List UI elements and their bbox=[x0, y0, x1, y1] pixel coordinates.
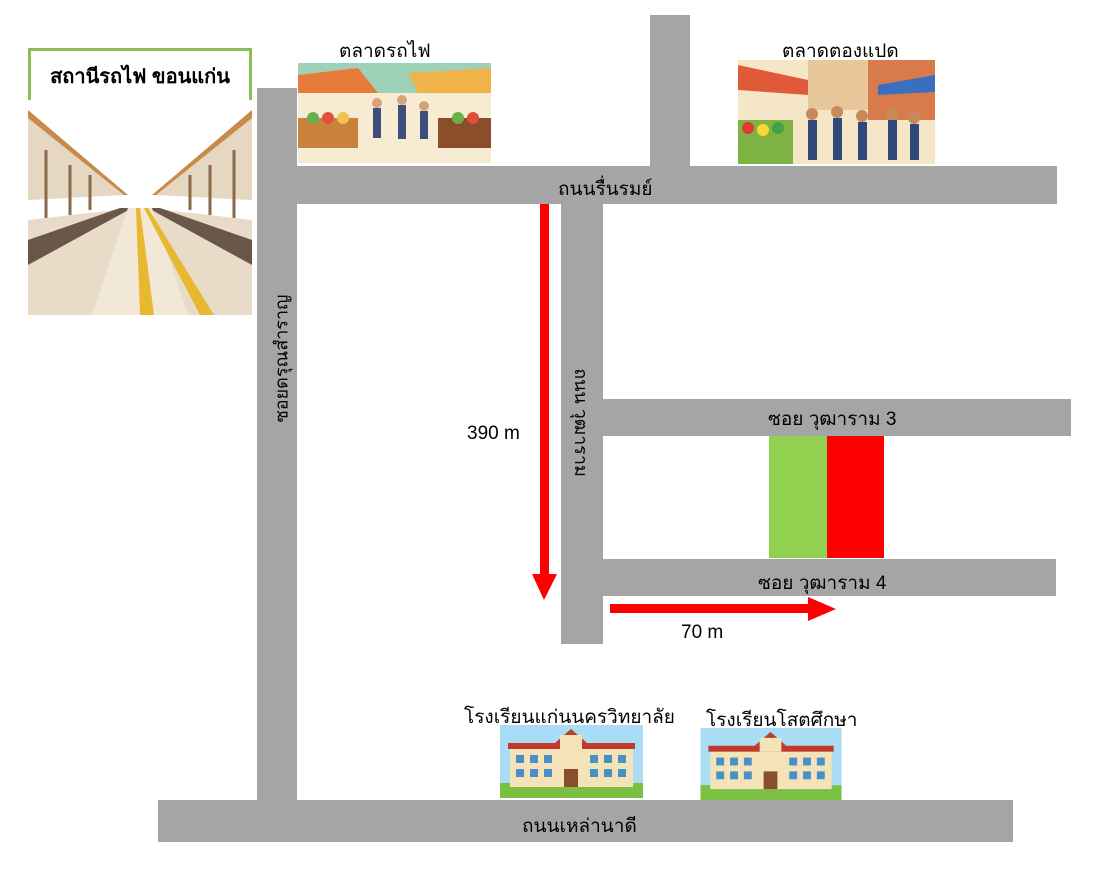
road-label-rinrom: ถนนรื่นรมย์ bbox=[558, 179, 653, 200]
road-north-stub bbox=[650, 15, 690, 180]
station-image bbox=[28, 100, 252, 315]
right-arrow-icon bbox=[610, 597, 836, 621]
distance-horizontal: 70 m bbox=[681, 622, 724, 643]
train-market-image bbox=[298, 63, 491, 163]
tongpaed-market-image bbox=[738, 60, 935, 164]
train-market-label: ตลาดรถไฟ bbox=[339, 41, 431, 62]
plot-red bbox=[827, 436, 884, 558]
distance-vertical: 390 m bbox=[467, 423, 520, 444]
school-building-icon bbox=[500, 725, 643, 798]
railway-platform-icon bbox=[28, 100, 252, 315]
road-soi-4 bbox=[600, 559, 1056, 596]
tongpaed-market-label: ตลาดตองแปด bbox=[782, 41, 899, 62]
road-soi-darun bbox=[257, 88, 297, 806]
station-title: สถานีรถไฟ ขอนแก่น bbox=[28, 48, 252, 100]
plot-green bbox=[769, 436, 827, 558]
school-building-icon bbox=[700, 728, 842, 800]
school-1-label: โรงเรียนแก่นนครวิทยาลัย bbox=[464, 707, 675, 728]
market-stalls-icon bbox=[298, 63, 491, 163]
down-arrow-icon bbox=[532, 204, 557, 600]
road-soi-3 bbox=[600, 399, 1071, 436]
school-2-image bbox=[700, 728, 842, 800]
school-1-image bbox=[500, 725, 643, 798]
road-label-soi-3: ซอย วุฒาราม 3 bbox=[768, 409, 897, 430]
road-wuttharam bbox=[561, 200, 603, 644]
school-2-label: โรงเรียนโสตศึกษา bbox=[706, 710, 858, 731]
road-label-laonadee: ถนนเหล่านาดี bbox=[522, 816, 637, 837]
road-label-soi-4: ซอย วุฒาราม 4 bbox=[758, 573, 887, 594]
road-laonadee bbox=[158, 800, 1013, 842]
market-crowd-icon bbox=[738, 60, 935, 164]
